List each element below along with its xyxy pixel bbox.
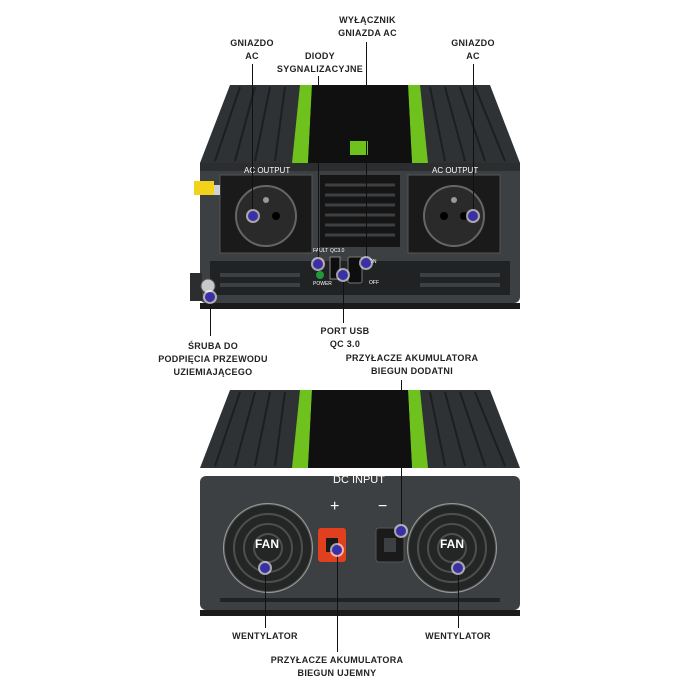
marker-fan-left	[260, 563, 270, 573]
marker-negative	[332, 545, 342, 555]
ac-output-left-label: AC OUTPUT	[244, 166, 291, 175]
inverter-dc-side	[200, 390, 520, 616]
power-label: POWER	[313, 281, 332, 287]
ac-output-right-label: AC OUTPUT	[432, 166, 479, 175]
marker-positive	[396, 526, 406, 536]
callout-line-fan-left	[265, 568, 266, 628]
inverter-ac-side	[190, 85, 520, 309]
callout-line-negative	[337, 550, 338, 652]
callout-line-fan-right	[458, 568, 459, 628]
label-switch: WYŁĄCZNIK GNIAZDA AC	[338, 15, 397, 38]
marker-switch	[361, 258, 371, 268]
fan-right-text: FAN	[440, 537, 464, 551]
marker-usb	[338, 270, 348, 280]
fan-left-text: FAN	[255, 537, 279, 551]
off-label: OFF	[369, 280, 379, 286]
callout-line-diodes	[318, 76, 319, 264]
callout-line-ac-left	[252, 64, 253, 216]
marker-fan-right	[453, 563, 463, 573]
label-negative: PRZYŁACZE AKUMULATORA BIEGUN UJEMNY	[270, 655, 404, 678]
label-diodes: DIODY SYGNALIZACYJNE	[276, 51, 364, 74]
on-label: ON	[369, 259, 377, 265]
qc-label: QC3.0	[330, 248, 345, 254]
callout-line-positive	[401, 380, 402, 530]
callout-line-switch	[366, 42, 367, 262]
marker-ac-right	[468, 211, 478, 221]
label-fan-right: WENTYLATOR	[425, 631, 491, 641]
plus-sign: +	[330, 498, 340, 515]
minus-sign: −	[378, 498, 388, 515]
label-ac-left: GNIAZDO AC	[230, 38, 274, 61]
dc-input-label: DC INPUT	[333, 474, 385, 486]
callout-line-ac-right	[473, 64, 474, 216]
label-ac-right: GNIAZDO AC	[451, 38, 495, 61]
callout-line-usb	[343, 275, 344, 323]
fault-label: FAULT	[313, 248, 329, 254]
marker-ground	[205, 292, 215, 302]
marker-diodes	[313, 259, 323, 269]
label-usb: PORT USB QC 3.0	[320, 326, 370, 349]
callout-line-ground	[210, 298, 211, 336]
label-ground: ŚRUBA DO PODPIĘCIA PRZEWODU UZIEMIAJĄCEG…	[158, 341, 268, 377]
label-fan-left: WENTYLATOR	[232, 631, 298, 641]
marker-ac-left	[248, 211, 258, 221]
label-positive: PRZYŁACZE AKUMULATORA BIEGUN DODATNI	[345, 353, 479, 376]
